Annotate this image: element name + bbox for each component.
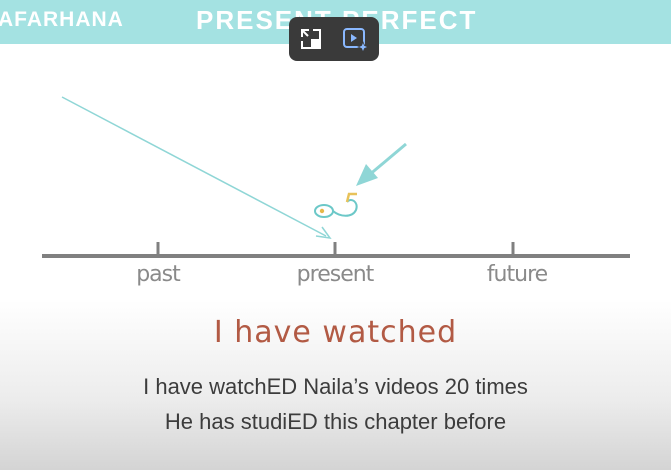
past-to-present-arrow <box>61 96 327 237</box>
video-sparkle-icon <box>343 28 369 53</box>
label-future: future <box>486 262 548 287</box>
eye-doodle <box>314 192 358 218</box>
example-sentence-1: I have watchED Naila’s videos 20 times <box>143 374 528 399</box>
pointer-arrowhead <box>356 164 378 186</box>
channel-name: AFARHANA <box>0 8 124 31</box>
example-heading: I have watched <box>213 315 458 350</box>
video-overlay-controls <box>289 17 379 61</box>
label-present: present <box>296 262 375 287</box>
pip-exit-icon <box>301 29 321 49</box>
visual-search-button[interactable] <box>341 25 369 53</box>
label-past: past <box>136 262 181 287</box>
exit-picture-in-picture-button[interactable] <box>297 25 325 53</box>
past-to-present-arrowhead <box>315 226 332 239</box>
example-sentence-2: He has studiED this chapter before <box>164 409 507 434</box>
